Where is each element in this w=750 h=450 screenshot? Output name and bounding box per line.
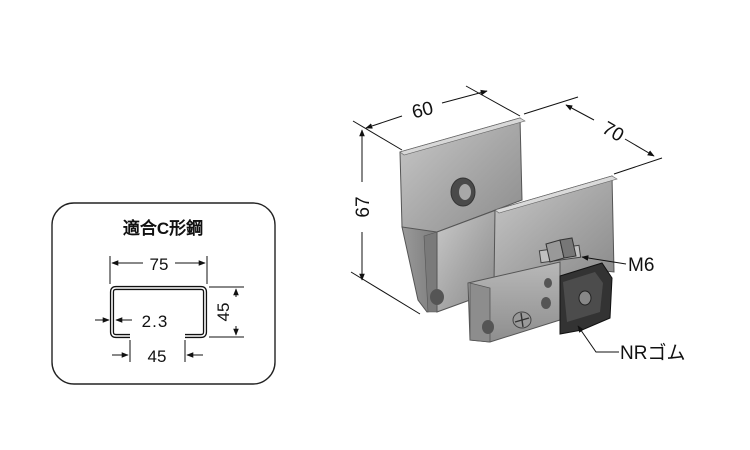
dim-arrow xyxy=(565,104,595,121)
hole-icon xyxy=(544,278,552,288)
bracket-illustration: 60 70 67 M6 NRゴム xyxy=(350,85,685,364)
ext-line xyxy=(613,157,663,175)
hole-icon xyxy=(482,320,494,334)
ext-line xyxy=(465,85,521,117)
hole-icon xyxy=(430,289,444,305)
ext-line xyxy=(350,271,421,315)
c-channel-inset: 適合C形鋼 75 45 2.3 45 xyxy=(51,202,276,385)
inset-title: 適合C形鋼 xyxy=(123,218,203,238)
dim-arrow xyxy=(624,138,655,157)
dim-width-label: 75 xyxy=(150,255,169,274)
dim-height-label: 45 xyxy=(214,303,233,322)
nut-icon xyxy=(559,237,577,259)
dim-arrow xyxy=(441,89,488,104)
bracket-width-label: 60 xyxy=(410,98,436,123)
dim-arrow xyxy=(365,115,403,129)
back-plate-edge xyxy=(399,117,526,156)
hole-inner xyxy=(459,184,471,200)
ext-line xyxy=(523,96,579,115)
dim-thickness-label: 2.3 xyxy=(142,312,169,331)
inset-frame xyxy=(51,202,276,385)
dim-opening-label: 45 xyxy=(148,347,167,366)
callout-line xyxy=(581,255,627,265)
callout-line xyxy=(577,325,619,353)
front-plate-edge xyxy=(494,175,618,214)
hole-icon xyxy=(541,297,551,309)
hole-icon xyxy=(578,290,592,306)
c-channel-inner xyxy=(111,287,206,337)
bracket-depth-label: 70 xyxy=(598,118,627,147)
screw-slot xyxy=(520,312,524,328)
ext-line xyxy=(352,120,403,151)
bolt-label: M6 xyxy=(628,255,654,276)
rubber-label: NRゴム xyxy=(620,342,685,364)
bracket-height-label: 67 xyxy=(353,196,374,217)
